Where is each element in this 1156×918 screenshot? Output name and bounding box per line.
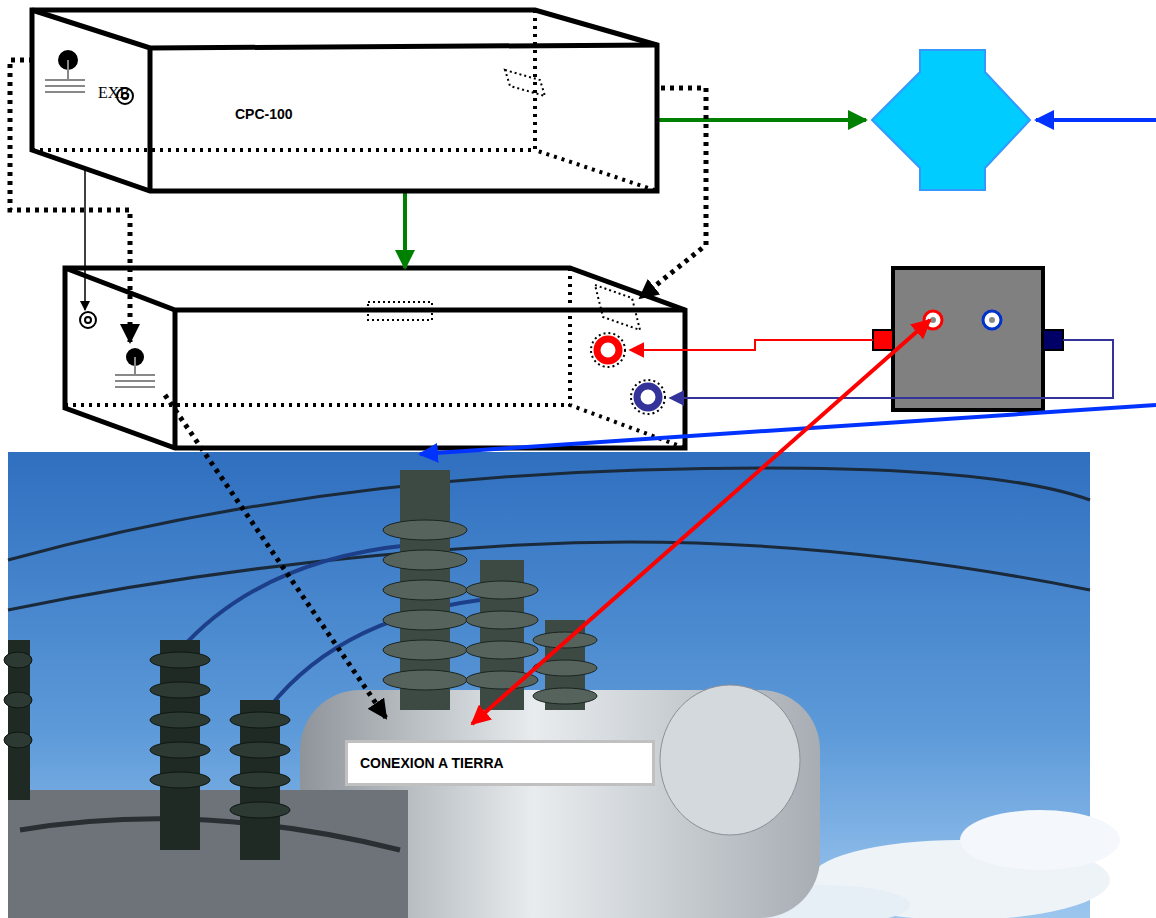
terminal-outline: [591, 333, 625, 367]
ground-label: CONEXION A TIERRA: [360, 755, 640, 771]
hidden-edge: [32, 148, 535, 152]
blue-terminal: [637, 386, 659, 408]
box-face: [32, 10, 657, 191]
instrument-name: CPC-100: [235, 106, 293, 122]
red-socket: [873, 330, 893, 350]
red-wire: [630, 340, 873, 350]
ground-label-box: CONEXION A TIERRA: [345, 740, 655, 786]
box-edge: [148, 48, 153, 191]
terminal-pin: [989, 317, 995, 323]
accessory-box: [65, 268, 685, 448]
blue-lead: [1036, 118, 1156, 122]
box-body: [893, 268, 1043, 410]
hidden-edge: [535, 10, 657, 191]
ground-symbol: [45, 50, 85, 92]
insulator-sheds: [4, 652, 290, 818]
red-lead: [472, 320, 930, 724]
terminal-pin: [930, 317, 936, 323]
ground-cable: [165, 395, 386, 718]
red-terminal: [924, 311, 942, 329]
blue-terminal: [983, 311, 1001, 329]
overhead-wire: [8, 468, 1090, 560]
blue-wire: [670, 340, 1113, 398]
exb-terminal: [80, 312, 96, 328]
transformer-photo: [4, 452, 1120, 918]
hidden-edge: [65, 403, 570, 407]
red-terminal: [597, 339, 619, 361]
box-edge: [173, 310, 178, 448]
tank-end: [660, 685, 800, 835]
instrument-box: EXB CPC-100: [30, 8, 660, 194]
main-bushing-sheds: [383, 520, 467, 690]
hidden-edge: [570, 268, 685, 448]
exb-terminal: [85, 317, 91, 323]
port-label: EXB: [98, 84, 130, 102]
overhead-wire: [8, 542, 1090, 610]
box-edge: [65, 268, 685, 310]
ground-symbol: [115, 348, 155, 387]
tank-base: [8, 790, 408, 918]
blue-socket: [1043, 330, 1063, 350]
port-outline: [505, 70, 545, 96]
cable: [20, 819, 400, 850]
terminal-outline: [631, 380, 665, 414]
bushing-lead: [180, 545, 410, 650]
double-arrow-shape: [872, 50, 1030, 190]
terminal-box: [873, 268, 1063, 410]
box-edge: [32, 10, 657, 48]
box-outline: [65, 268, 685, 448]
port-outline: [595, 285, 640, 330]
cloud: [960, 810, 1120, 870]
port-outline: [368, 302, 432, 320]
